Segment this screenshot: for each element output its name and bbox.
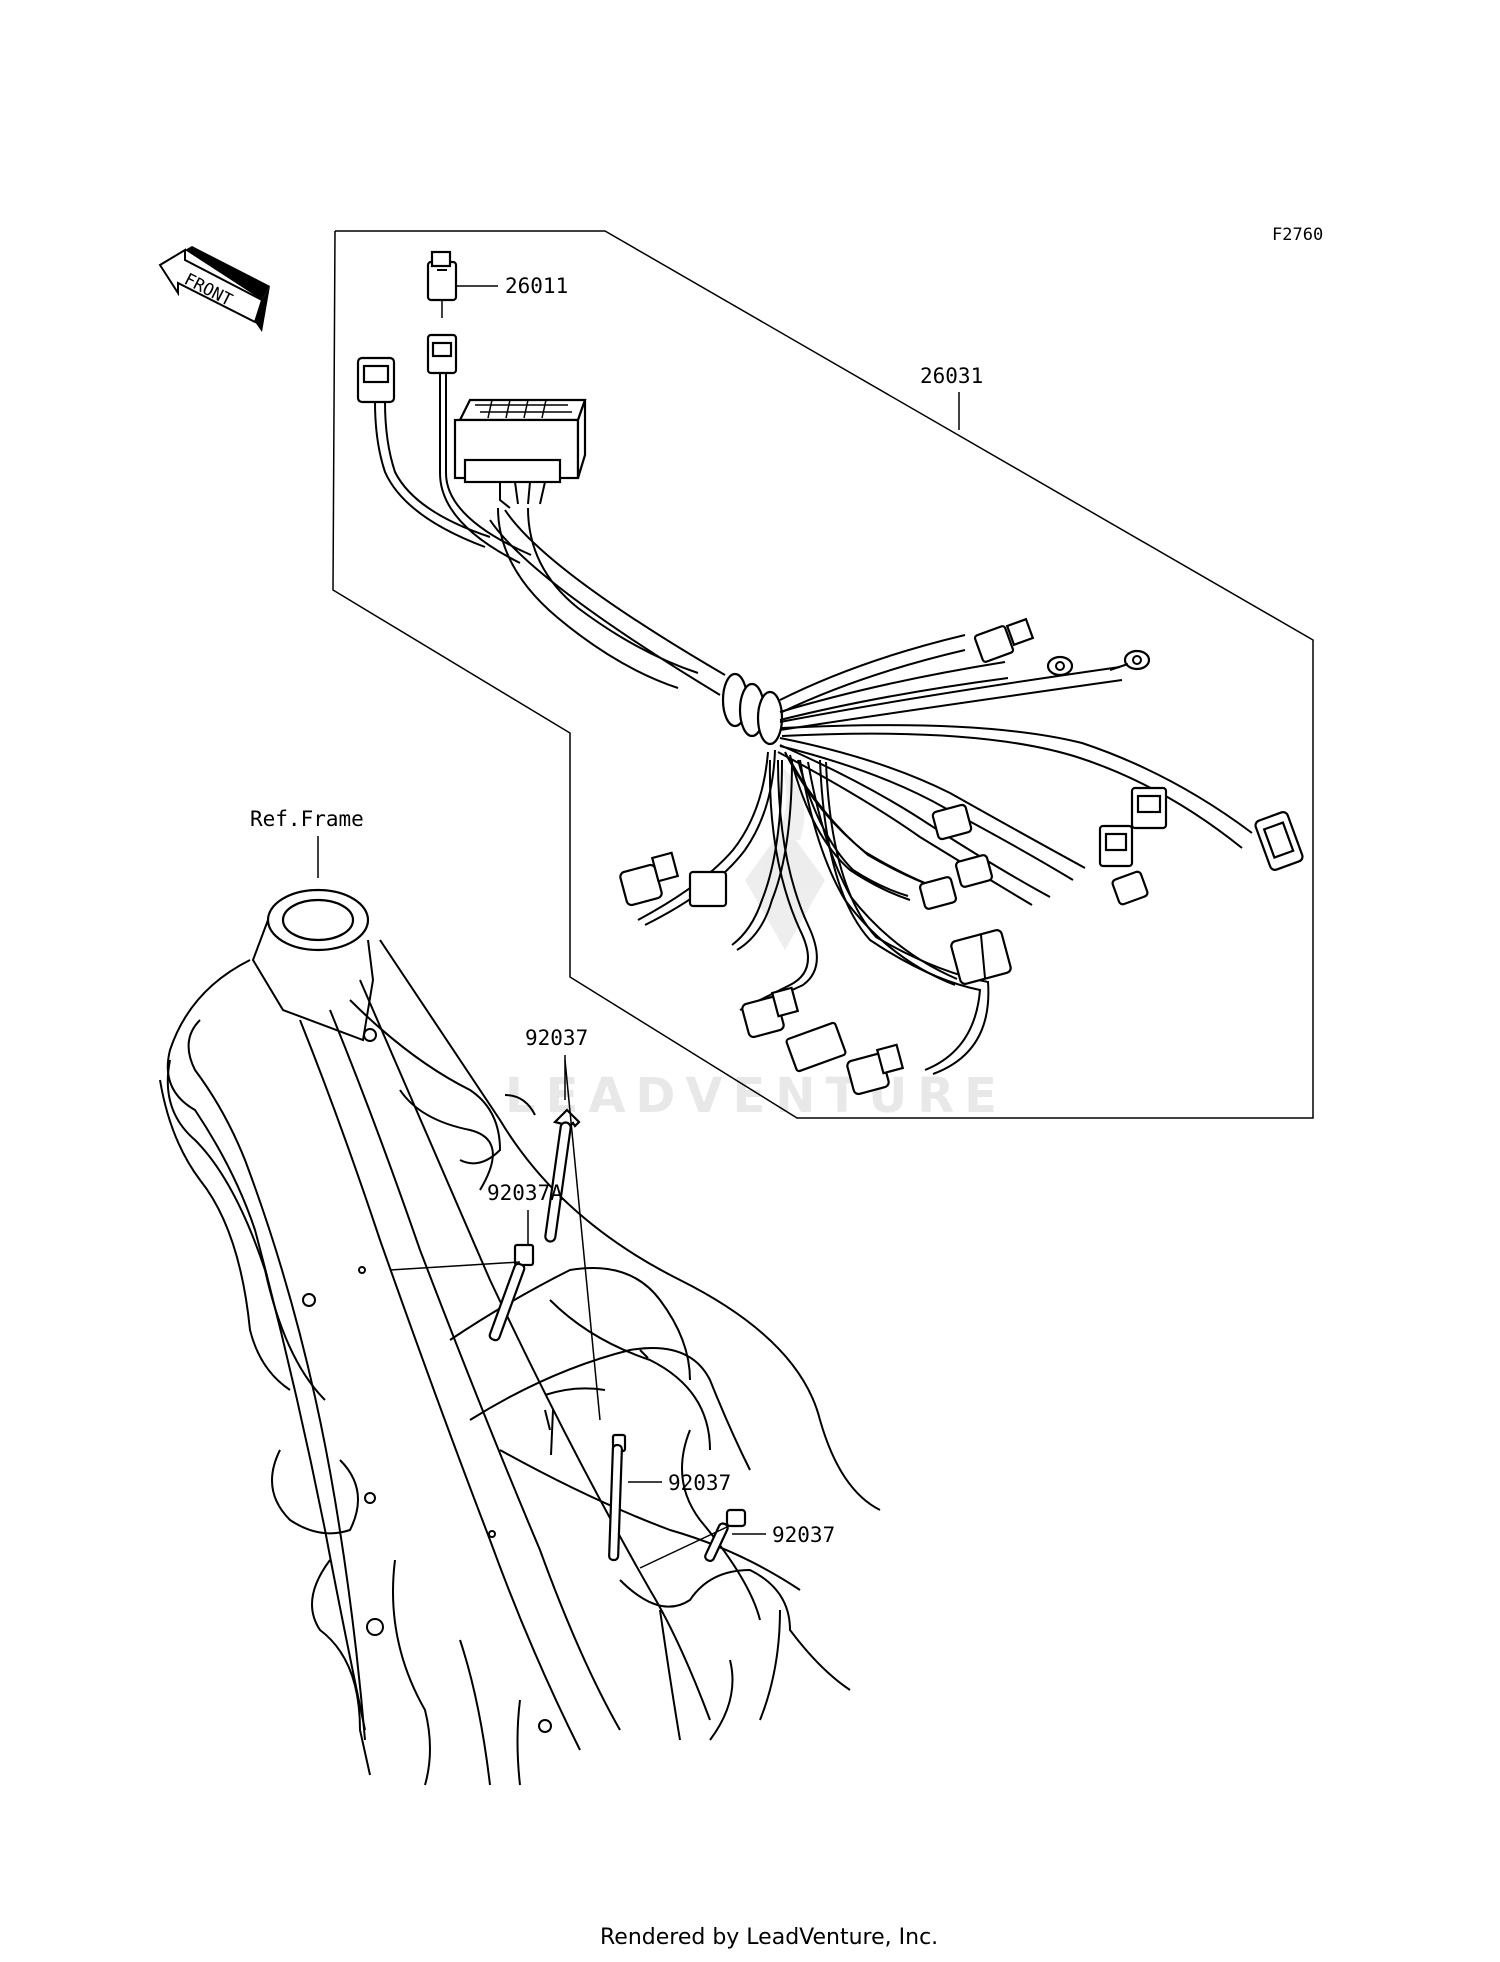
connector-mid-right-2 <box>1098 824 1134 868</box>
connector-center-1 <box>931 803 973 841</box>
band-92037-top <box>544 1108 581 1243</box>
connector-left-2 <box>688 870 728 908</box>
ecu-connector <box>453 398 587 484</box>
harness-kit-outline <box>332 230 1314 1119</box>
connector-mid-right-3 <box>1111 870 1149 906</box>
connector-center-2 <box>954 854 994 888</box>
callout-26031: 26031 <box>920 364 983 388</box>
motorcycle-frame <box>159 888 881 1786</box>
connector-center-double <box>950 929 1012 985</box>
ref-frame-label: Ref.Frame <box>250 807 364 831</box>
band-92037-mid <box>608 1433 627 1562</box>
band-92037a <box>488 1243 535 1342</box>
callout-92037-low: 92037 <box>772 1523 835 1547</box>
footer-credit: Rendered by LeadVenture, Inc. <box>600 1925 938 1950</box>
connector-bottom-1 <box>741 986 800 1039</box>
leadventure-watermark: LEADVENTURE <box>505 765 1007 1124</box>
connector-26011 <box>426 250 458 302</box>
callout-92037a: 92037A <box>487 1181 563 1205</box>
watermark-text: LEADVENTURE <box>505 1068 1007 1124</box>
band-92037-low <box>704 1508 747 1563</box>
connector-right-large <box>1254 811 1304 871</box>
connector-mid-right-1 <box>1130 786 1168 830</box>
ring-terminal-1 <box>1046 655 1074 677</box>
callout-26011: 26011 <box>505 274 568 298</box>
connector-center-3 <box>918 876 958 910</box>
main-harness <box>356 250 1304 1096</box>
harness-band <box>721 672 784 746</box>
connector-bottom-2 <box>846 1043 905 1096</box>
ring-terminal-2 <box>1109 649 1151 671</box>
callout-92037-mid: 92037 <box>668 1471 731 1495</box>
callout-92037-top: 92037 <box>525 1026 588 1050</box>
leader-92037-top <box>564 1059 601 1421</box>
connector-upper-right-1 <box>973 617 1035 663</box>
connector-bottom-plug <box>785 1021 847 1073</box>
connector-left-1 <box>619 851 680 907</box>
diagram-code: F2760 <box>1272 225 1323 245</box>
front-arrow-icon: FRONT <box>158 246 270 332</box>
